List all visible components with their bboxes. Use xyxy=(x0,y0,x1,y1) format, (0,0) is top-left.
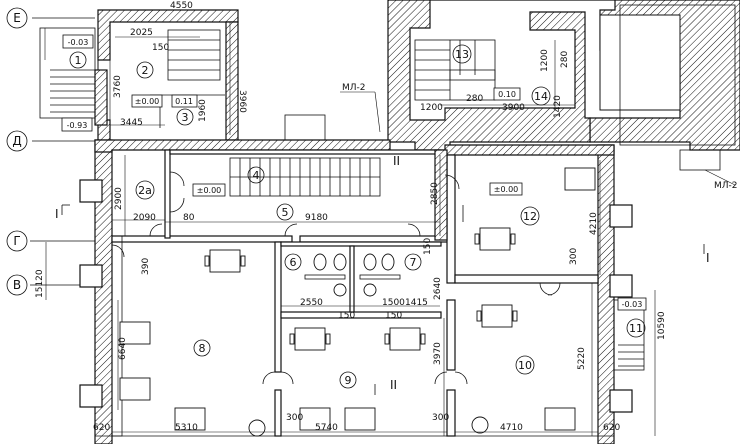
dim-1500: 1500 xyxy=(382,298,405,308)
dim-3970: 3970 xyxy=(433,342,443,365)
level-r1-top: -0.03 xyxy=(68,38,89,47)
dim-3445: 3445 xyxy=(120,118,143,128)
room-6: 6 xyxy=(290,256,297,269)
doors xyxy=(111,171,561,385)
dim-620b: 620 xyxy=(603,423,620,433)
axis-d: Д xyxy=(12,134,21,148)
room-1: 1 xyxy=(75,54,82,67)
dim-3900: 3900 xyxy=(502,103,525,113)
dim-9180: 9180 xyxy=(305,213,328,223)
room-8: 8 xyxy=(199,342,206,355)
room-2: 2 xyxy=(142,64,149,77)
room-11: 11 xyxy=(629,322,643,335)
dim-5220: 5220 xyxy=(577,347,587,370)
axis-labels: Е Д Г В xyxy=(6,7,28,296)
dimension-lines xyxy=(98,9,736,436)
room-13: 13 xyxy=(455,48,469,61)
dim-300c: 300 xyxy=(569,248,579,265)
dim-2550: 2550 xyxy=(300,298,323,308)
dim-80: 80 xyxy=(183,213,195,223)
dim-300b: 300 xyxy=(432,413,449,423)
dim-1415: 1415 xyxy=(405,298,428,308)
dim-150a: 150 xyxy=(152,43,169,53)
room-10: 10 xyxy=(518,359,532,372)
furniture xyxy=(119,167,596,437)
label-ml2-right: МЛ-2 xyxy=(714,181,738,191)
level-r3: 0.11 xyxy=(175,97,193,106)
room-4: 4 xyxy=(253,169,260,182)
section-ii-top: II xyxy=(393,154,400,168)
dim-2640: 2640 xyxy=(433,277,443,300)
label-ml2-top: МЛ-2 xyxy=(342,83,366,93)
dim-1200b: 1200 xyxy=(420,103,443,113)
room-12: 12 xyxy=(523,210,537,223)
dim-2850: 2850 xyxy=(430,182,440,205)
dim-4710: 4710 xyxy=(500,423,523,433)
dim-10590: 10590 xyxy=(657,311,667,340)
section-ii-bottom: II xyxy=(390,378,397,392)
level-marks: -0.03 -0.93 ±0.00 0.11 ±0.00 ±0.00 0.10 … xyxy=(61,34,647,311)
dim-300a: 300 xyxy=(286,413,303,423)
dim-280b: 280 xyxy=(466,94,483,104)
room-7: 7 xyxy=(410,256,417,269)
dim-150c: 150 xyxy=(385,311,402,321)
dim-2900: 2900 xyxy=(114,187,124,210)
level-r12: ±0.00 xyxy=(494,185,519,194)
dim-1200a: 1200 xyxy=(540,49,550,72)
room-14: 14 xyxy=(534,90,548,103)
callouts: МЛ-2 МЛ-2 xyxy=(342,83,738,191)
dim-15120: 15120 xyxy=(35,269,45,298)
dim-280a: 280 xyxy=(560,51,570,68)
dimension-texts: 4550 2025 150 3760 1960 3960 3445 2900 2… xyxy=(35,1,667,433)
level-r4: ±0.00 xyxy=(197,186,222,195)
dim-390: 390 xyxy=(141,258,151,275)
section-i-right: I xyxy=(706,251,710,265)
stair-13 xyxy=(414,39,496,101)
dim-2025: 2025 xyxy=(130,28,153,38)
axis-v: В xyxy=(13,278,21,292)
room-5: 5 xyxy=(282,206,289,219)
room-numbers: 1 2 2а 3 4 5 6 7 8 9 10 11 12 13 14 xyxy=(69,44,646,389)
axis-g: Г xyxy=(13,234,20,248)
dim-5740: 5740 xyxy=(315,423,338,433)
dim-4210: 4210 xyxy=(589,212,599,235)
dim-4550: 4550 xyxy=(170,1,193,11)
section-i-left: I xyxy=(55,207,59,221)
level-r2: ±0.00 xyxy=(135,97,160,106)
axis-e: Е xyxy=(13,11,21,25)
dim-3960: 3960 xyxy=(237,90,247,113)
dim-3760: 3760 xyxy=(113,75,123,98)
dim-150b: 150 xyxy=(338,311,355,321)
interior-walls xyxy=(111,149,599,437)
section-marks: I I II II xyxy=(55,149,710,395)
level-r1-bottom: -0.93 xyxy=(67,121,88,130)
dim-620a: 620 xyxy=(93,423,110,433)
dim-6640: 6640 xyxy=(118,337,128,360)
stair-entrance-1 xyxy=(39,27,108,126)
dim-1420: 1420 xyxy=(553,95,563,118)
dim-2090: 2090 xyxy=(133,213,156,223)
room-2a: 2а xyxy=(138,184,152,197)
outer-walls xyxy=(79,139,633,444)
dim-1960: 1960 xyxy=(198,99,208,122)
level-r11: -0.03 xyxy=(622,300,643,309)
room-9: 9 xyxy=(345,374,352,387)
dim-150d: 150 xyxy=(423,238,433,255)
dim-5310: 5310 xyxy=(175,423,198,433)
stair-4 xyxy=(229,114,381,197)
stair-11 xyxy=(613,299,645,371)
room-3: 3 xyxy=(182,111,189,124)
level-r14: 0.10 xyxy=(498,90,516,99)
